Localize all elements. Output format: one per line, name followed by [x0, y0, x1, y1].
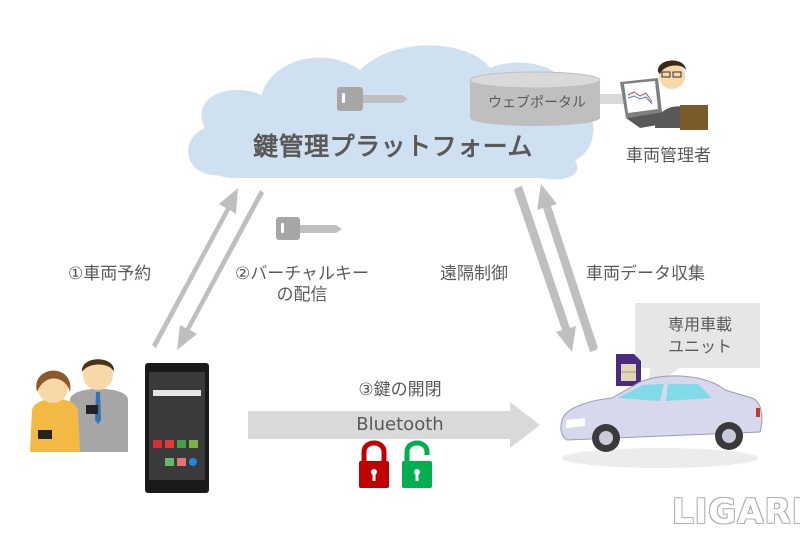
arrows-platform-vehicle: [514, 184, 598, 352]
key-icon: [337, 87, 408, 111]
arrow-remote-control: [514, 186, 576, 352]
vehicle-unit-label-line2: ユニット: [667, 336, 732, 356]
bluetooth-arrow: [248, 402, 540, 448]
smartphone-illustration: [145, 363, 209, 493]
reservation-label: ①車両予約: [68, 264, 152, 284]
virtual-key-label-line1: ②バーチャルキー: [234, 264, 370, 284]
platform-title: 鍵管理プラットフォーム: [253, 132, 533, 161]
arrow-reservation: [152, 188, 238, 348]
bluetooth-label: Bluetooth: [356, 414, 444, 435]
web-portal-label: ウェブポータル: [488, 95, 586, 111]
vehicle-manager-illustration: [620, 60, 708, 130]
virtual-key-label: ②バーチャルキー の配信: [232, 264, 372, 307]
ligare-watermark: LIGARE: [672, 492, 800, 532]
arrows-user-platform: [152, 188, 264, 350]
remote-control-label: 遠隔制御: [440, 264, 508, 284]
vehicle-unit-label: 専用車載 ユニット: [650, 314, 750, 357]
lock-open-icon: [402, 440, 432, 488]
sim-card-icon: [616, 354, 641, 386]
key-icon: [276, 217, 342, 240]
vehicle-data-label: 車両データ収集: [586, 264, 705, 284]
car-illustration: [560, 375, 763, 468]
arrow-virtual-key: [177, 190, 264, 350]
lock-closed-icon: [359, 440, 389, 488]
portal-connector: [600, 94, 628, 104]
vehicle-unit-label-line1: 専用車載: [667, 315, 732, 334]
vehicle-unit-callout: [635, 303, 760, 390]
web-portal-cylinder: [469, 71, 601, 126]
arrow-vehicle-data: [537, 184, 598, 352]
vehicle-manager-label: 車両管理者: [626, 146, 711, 166]
lock-unlock-label: ③鍵の開閉: [358, 380, 442, 400]
users-illustration: [30, 359, 128, 452]
virtual-key-label-line2: の配信: [276, 285, 328, 306]
